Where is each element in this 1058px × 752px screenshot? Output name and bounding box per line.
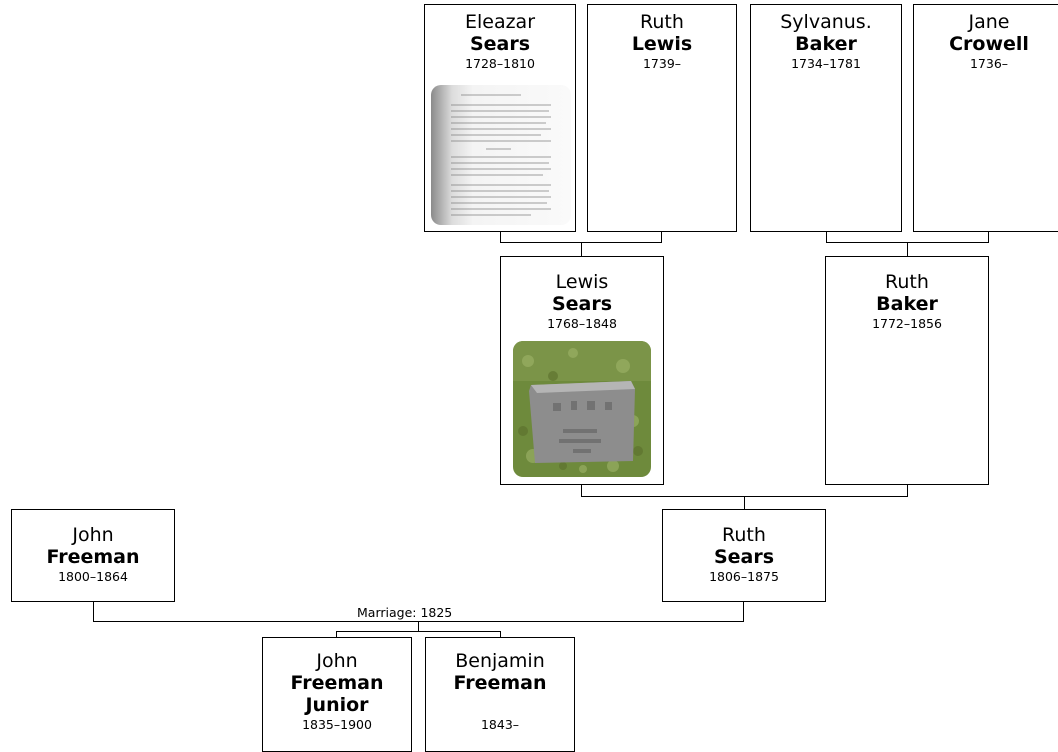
surname: Freeman bbox=[46, 546, 140, 568]
person-card-ruth-baker[interactable]: Ruth Baker 1772–1856 bbox=[825, 256, 989, 485]
connector-line bbox=[988, 231, 989, 243]
life-dates: 1734–1781 bbox=[791, 56, 861, 71]
connector-line bbox=[826, 231, 827, 243]
connector-line bbox=[418, 621, 419, 632]
given-name: Lewis bbox=[555, 271, 609, 293]
connector-line bbox=[907, 484, 908, 497]
gravestone-photo[interactable] bbox=[513, 341, 651, 477]
person-card-eleazar-sears[interactable]: Eleazar Sears 1728–1810 bbox=[424, 4, 576, 232]
given-name: Sylvanus. bbox=[780, 11, 872, 33]
document-scan-image bbox=[431, 85, 571, 225]
surname: Sears bbox=[469, 33, 531, 55]
life-dates: 1739– bbox=[642, 56, 682, 71]
connector-line bbox=[336, 631, 337, 638]
person-card-lewis-sears[interactable]: Lewis Sears 1768–1848 bbox=[500, 256, 664, 485]
given-name: Benjamin bbox=[455, 650, 545, 672]
person-card-ruth-sears[interactable]: Ruth Sears 1806–1875 bbox=[662, 509, 826, 602]
given-name: John bbox=[316, 650, 358, 672]
given-name: Ruth bbox=[722, 524, 766, 546]
surname: Sears bbox=[713, 546, 775, 568]
connector-line bbox=[744, 496, 745, 510]
person-card-ruth-lewis[interactable]: Ruth Lewis 1739– bbox=[587, 4, 737, 232]
given-name: Eleazar bbox=[464, 11, 536, 33]
connector-line bbox=[336, 631, 501, 632]
person-card-jane-crowell[interactable]: Jane Crowell 1736– bbox=[913, 4, 1058, 232]
surname: Lewis bbox=[631, 33, 693, 55]
surname: Sears bbox=[551, 293, 613, 315]
gravestone-image bbox=[513, 341, 651, 477]
surname: Crowell bbox=[949, 33, 1029, 55]
person-card-john-freeman[interactable]: John Freeman 1800–1864 bbox=[11, 509, 175, 602]
life-dates: 1800–1864 bbox=[58, 569, 128, 584]
life-dates: 1772–1856 bbox=[872, 316, 942, 331]
life-dates: 1806–1875 bbox=[709, 569, 779, 584]
connector-line bbox=[743, 601, 744, 622]
life-dates: 1728–1810 bbox=[465, 56, 535, 71]
surname: Baker bbox=[795, 33, 857, 55]
surname: Freeman bbox=[290, 672, 384, 694]
connector-line bbox=[93, 601, 94, 622]
person-card-benjamin-freeman[interactable]: Benjamin Freeman 1843– bbox=[425, 637, 575, 752]
life-dates: 1768–1848 bbox=[547, 316, 617, 331]
document-scan-photo[interactable] bbox=[431, 85, 571, 225]
given-name: Jane bbox=[968, 11, 1010, 33]
connector-line bbox=[581, 242, 582, 256]
connector-line bbox=[661, 231, 662, 243]
given-name: John bbox=[72, 524, 114, 546]
surname: Freeman bbox=[453, 672, 547, 694]
marriage-label: Marriage: 1825 bbox=[356, 605, 454, 620]
given-name: Ruth bbox=[885, 271, 929, 293]
surname: Baker bbox=[876, 293, 938, 315]
person-card-john-freeman-junior[interactable]: John Freeman Junior 1835–1900 bbox=[262, 637, 412, 752]
life-dates: 1736– bbox=[969, 56, 1009, 71]
connector-line bbox=[581, 484, 582, 497]
given-name: Ruth bbox=[640, 11, 684, 33]
life-dates: 1843– bbox=[480, 717, 520, 732]
life-dates: 1835–1900 bbox=[302, 717, 372, 732]
surname-suffix: Junior bbox=[305, 694, 369, 716]
connector-line bbox=[500, 231, 501, 243]
person-card-sylvanus-baker[interactable]: Sylvanus. Baker 1734–1781 bbox=[750, 4, 902, 232]
connector-line bbox=[907, 242, 908, 256]
connector-line bbox=[500, 631, 501, 638]
